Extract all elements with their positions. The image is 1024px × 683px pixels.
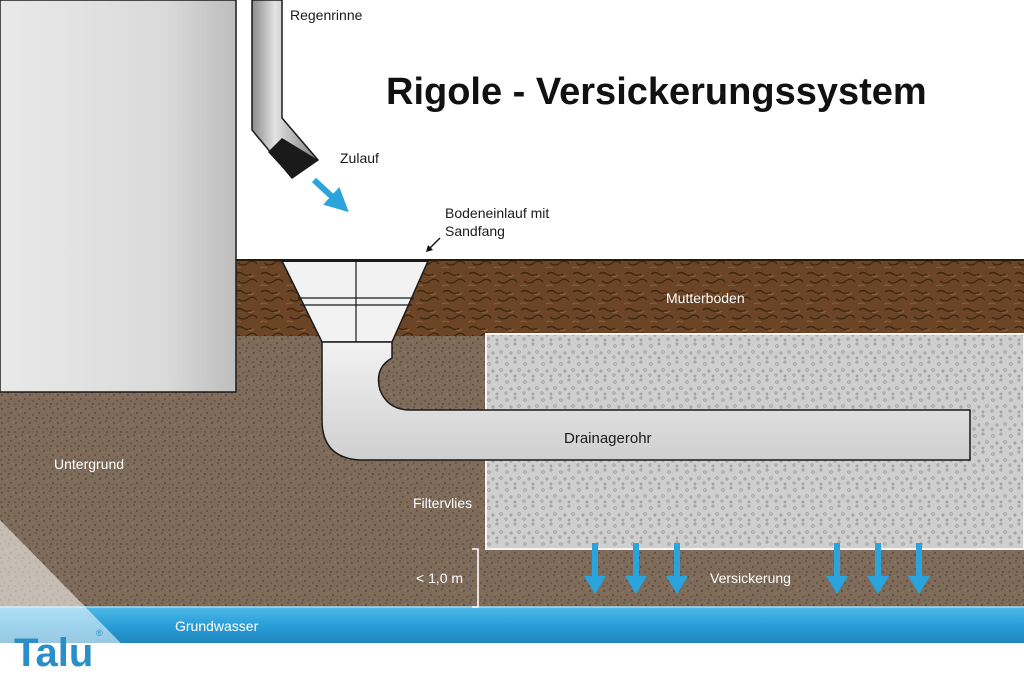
regenrinne-label: Regenrinne bbox=[290, 7, 363, 23]
page-title: Rigole - Versickerungssystem bbox=[386, 71, 927, 113]
versickerung-arrow-icon bbox=[584, 543, 606, 594]
drainagerohr-label: Drainagerohr bbox=[564, 430, 652, 447]
drainagerohr bbox=[321, 341, 971, 461]
zulauf-arrow-icon bbox=[311, 177, 349, 213]
versickerung-arrow-icon bbox=[908, 543, 930, 594]
house-wall bbox=[0, 0, 237, 393]
zulauf-label: Zulauf bbox=[340, 150, 379, 166]
versickerung-arrows bbox=[584, 543, 930, 594]
versickerung-arrow-icon bbox=[666, 543, 688, 594]
mutterboden-label: Mutterboden bbox=[666, 290, 745, 306]
versickerung-arrow-icon bbox=[867, 543, 889, 594]
grundwasser-label: Grundwasser bbox=[175, 618, 259, 634]
versickerung-label: Versickerung bbox=[710, 570, 791, 586]
bottom-band bbox=[0, 643, 1024, 683]
bodeneinlauf-label-line2: Sandfang bbox=[445, 223, 505, 239]
versickerung-arrow-icon bbox=[826, 543, 848, 594]
talu-logo-mark: ® bbox=[96, 628, 103, 638]
untergrund-label: Untergrund bbox=[54, 456, 124, 472]
bodeneinlauf-label-line1: Bodeneinlauf mit bbox=[445, 205, 549, 221]
regenrinne-outlet bbox=[268, 138, 318, 178]
filtervlies-label: Filtervlies bbox=[413, 495, 472, 511]
depth-label: < 1,0 m bbox=[416, 570, 463, 586]
depth-bracket bbox=[472, 548, 479, 608]
versickerung-arrow-icon bbox=[625, 543, 647, 594]
logo-corner bbox=[0, 520, 160, 683]
talu-logo: Talu bbox=[14, 631, 93, 675]
pointer-arrow-head bbox=[426, 245, 433, 252]
grundwasser-layer bbox=[0, 607, 1024, 643]
